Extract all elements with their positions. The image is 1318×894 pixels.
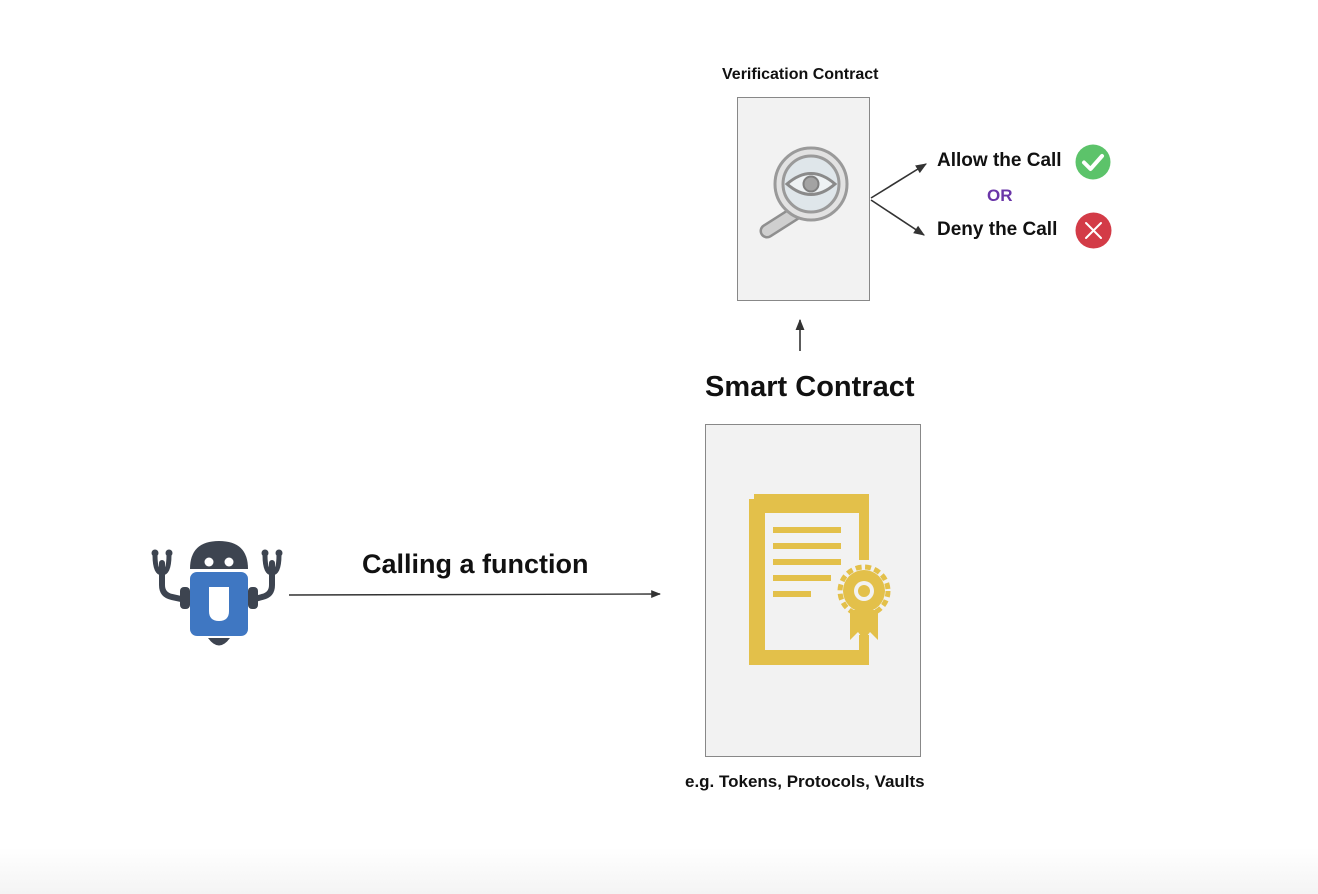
- smart-contract-box: [705, 424, 921, 757]
- green-check-icon: [1075, 144, 1111, 180]
- certificate-icon: [749, 494, 891, 665]
- or-separator: OR: [987, 186, 1013, 205]
- robot-icon: [151, 541, 283, 646]
- deny-call-label: Deny the Call: [937, 219, 1058, 240]
- arrow-to-deny: [870, 199, 925, 236]
- verification-contract-title: Verification Contract: [722, 66, 879, 83]
- magnifier-eye-icon: [759, 146, 849, 239]
- smart-contract-title: Smart Contract: [705, 371, 915, 403]
- red-x-icon: [1075, 212, 1112, 249]
- bottom-band: [0, 848, 1318, 894]
- allow-call-label: Allow the Call: [937, 150, 1062, 171]
- arrow-to-smart-contract: [288, 590, 661, 598]
- calling-function-label: Calling a function: [362, 549, 589, 579]
- verification-contract-box: [737, 97, 870, 301]
- arrow-to-allow: [870, 163, 927, 199]
- smart-contract-caption: e.g. Tokens, Protocols, Vaults: [685, 772, 925, 791]
